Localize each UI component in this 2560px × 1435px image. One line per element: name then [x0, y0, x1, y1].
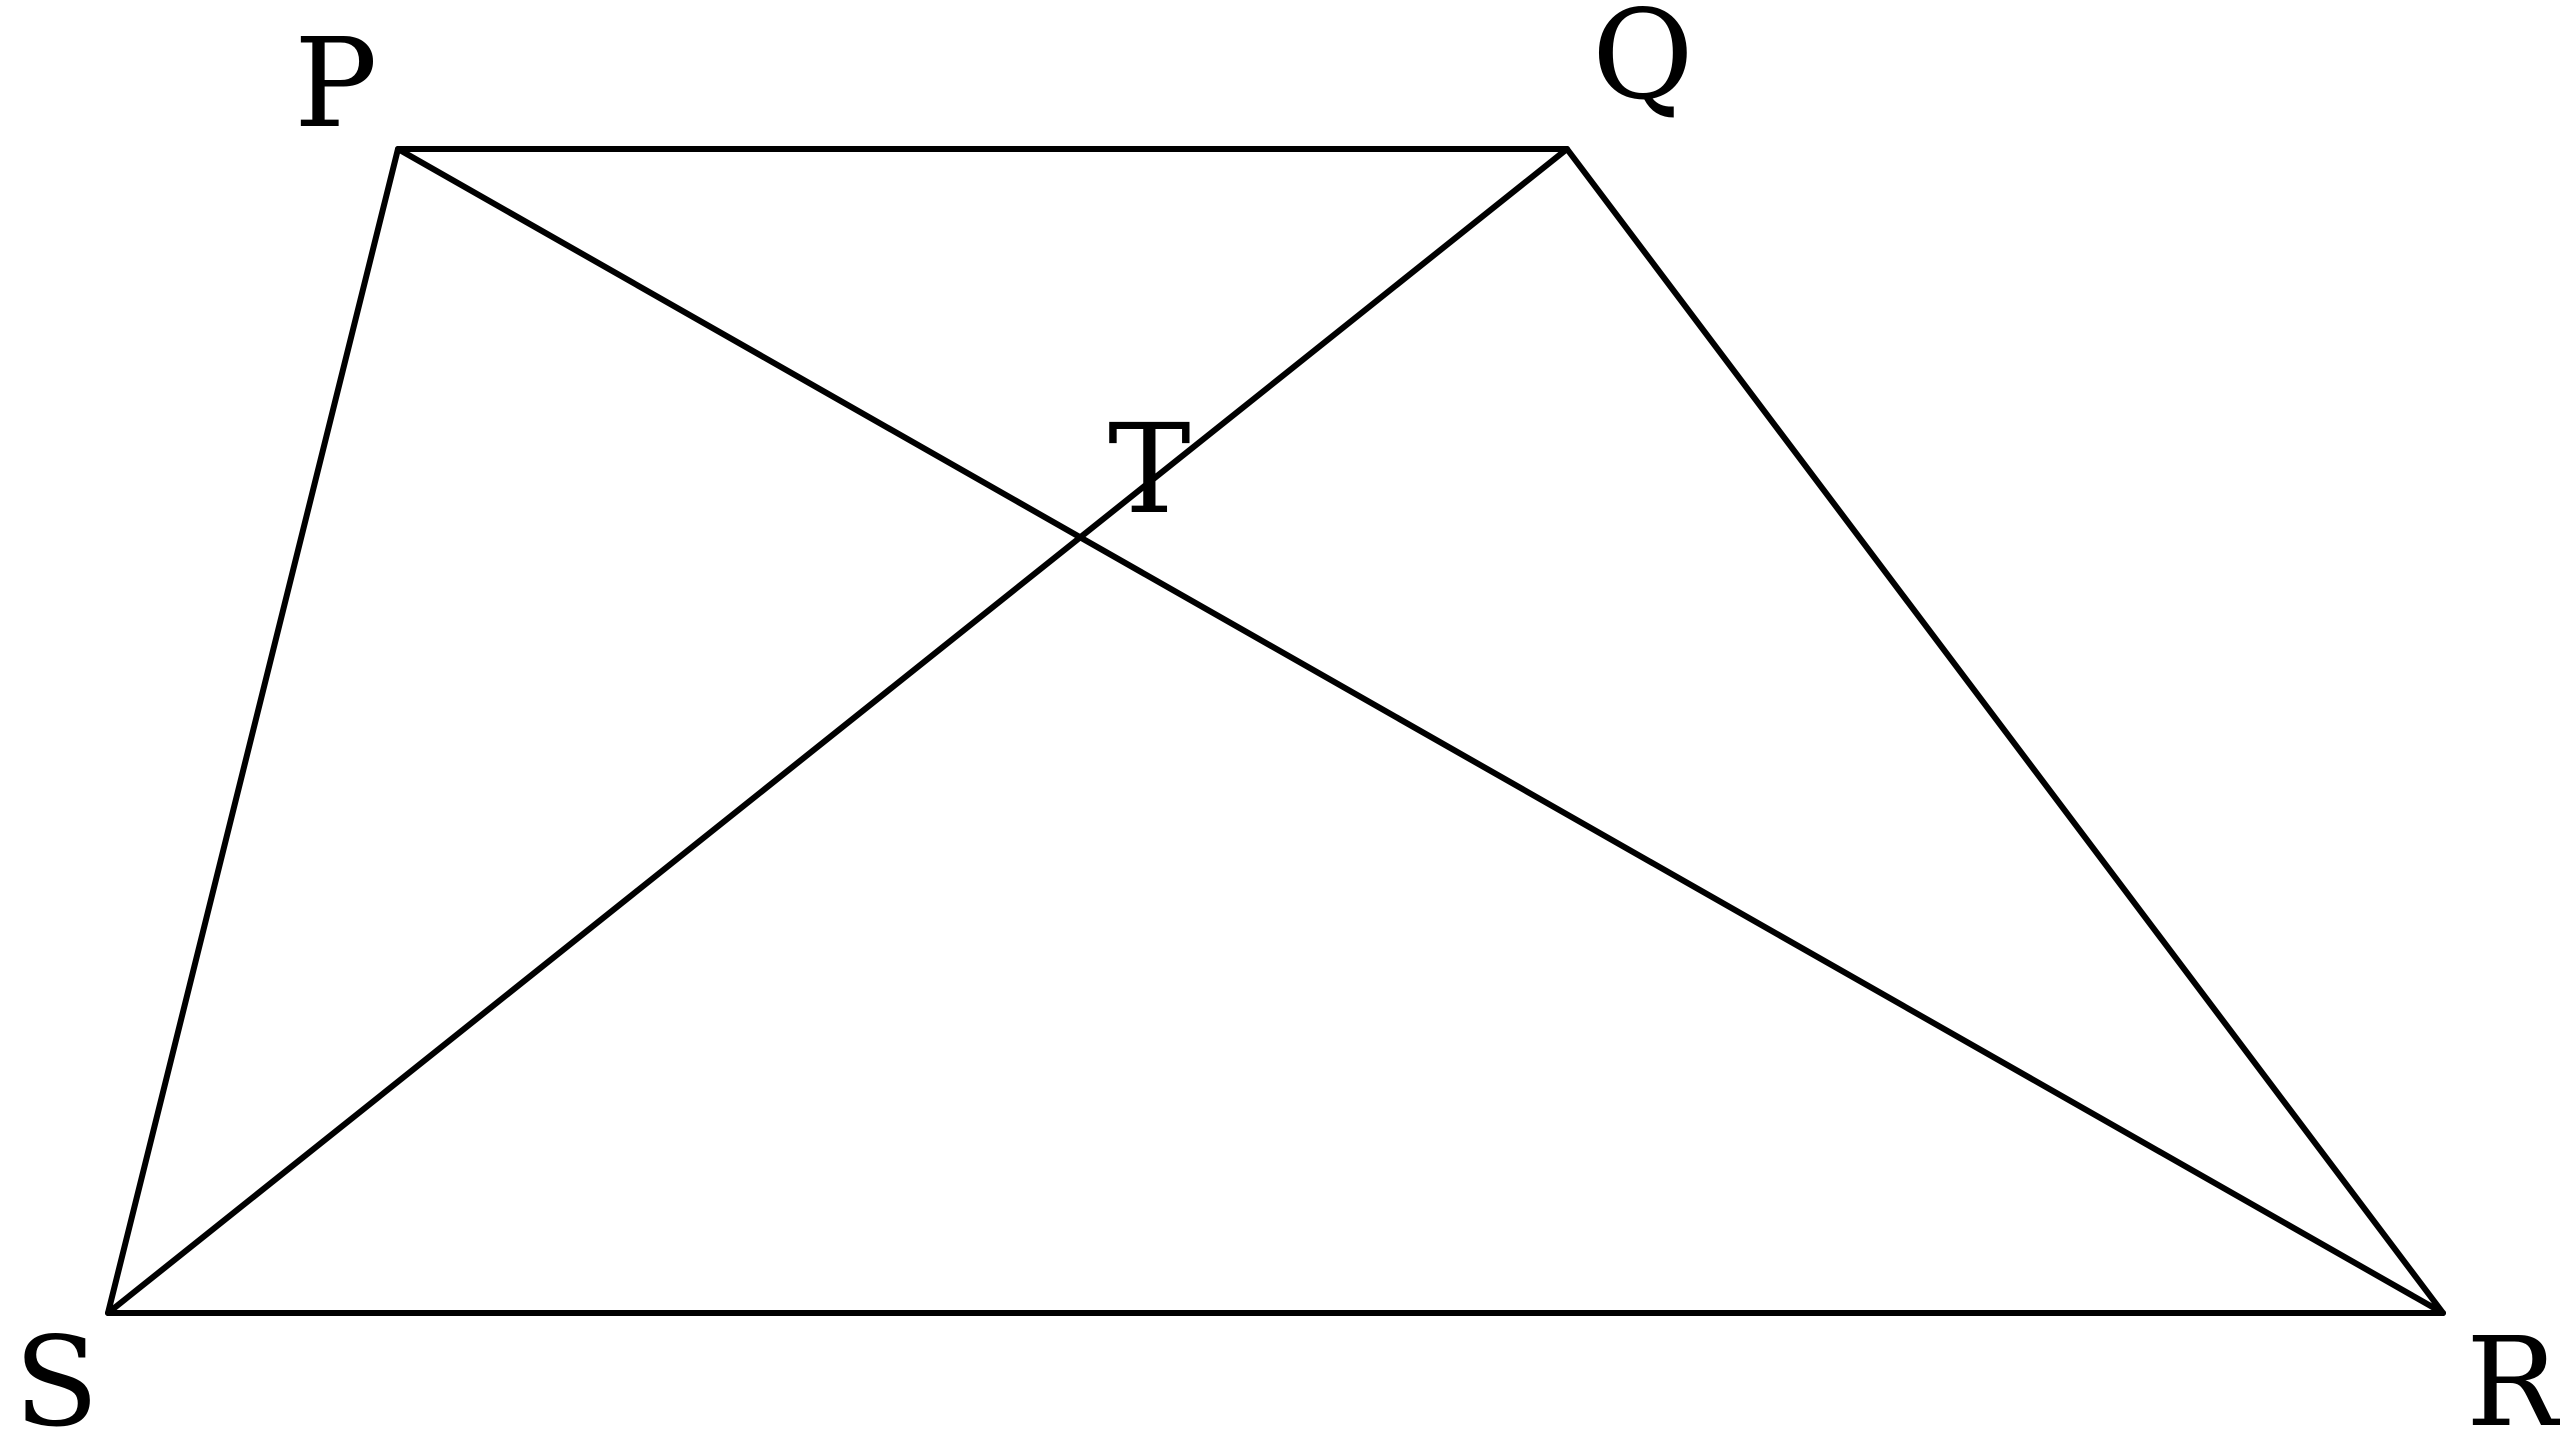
- vertex-label-R: R: [2466, 1311, 2560, 1435]
- vertex-label-Q: Q: [1592, 0, 1694, 128]
- diagonal-PR: [395, 146, 2446, 1316]
- vertex-label-T: T: [1108, 398, 1191, 542]
- segment-QR: [1564, 146, 2446, 1316]
- vertex-label-S: S: [14, 1311, 99, 1435]
- segment-SP: [105, 146, 401, 1316]
- diagonal-QS: [105, 146, 1570, 1316]
- vertex-label-P: P: [294, 12, 377, 156]
